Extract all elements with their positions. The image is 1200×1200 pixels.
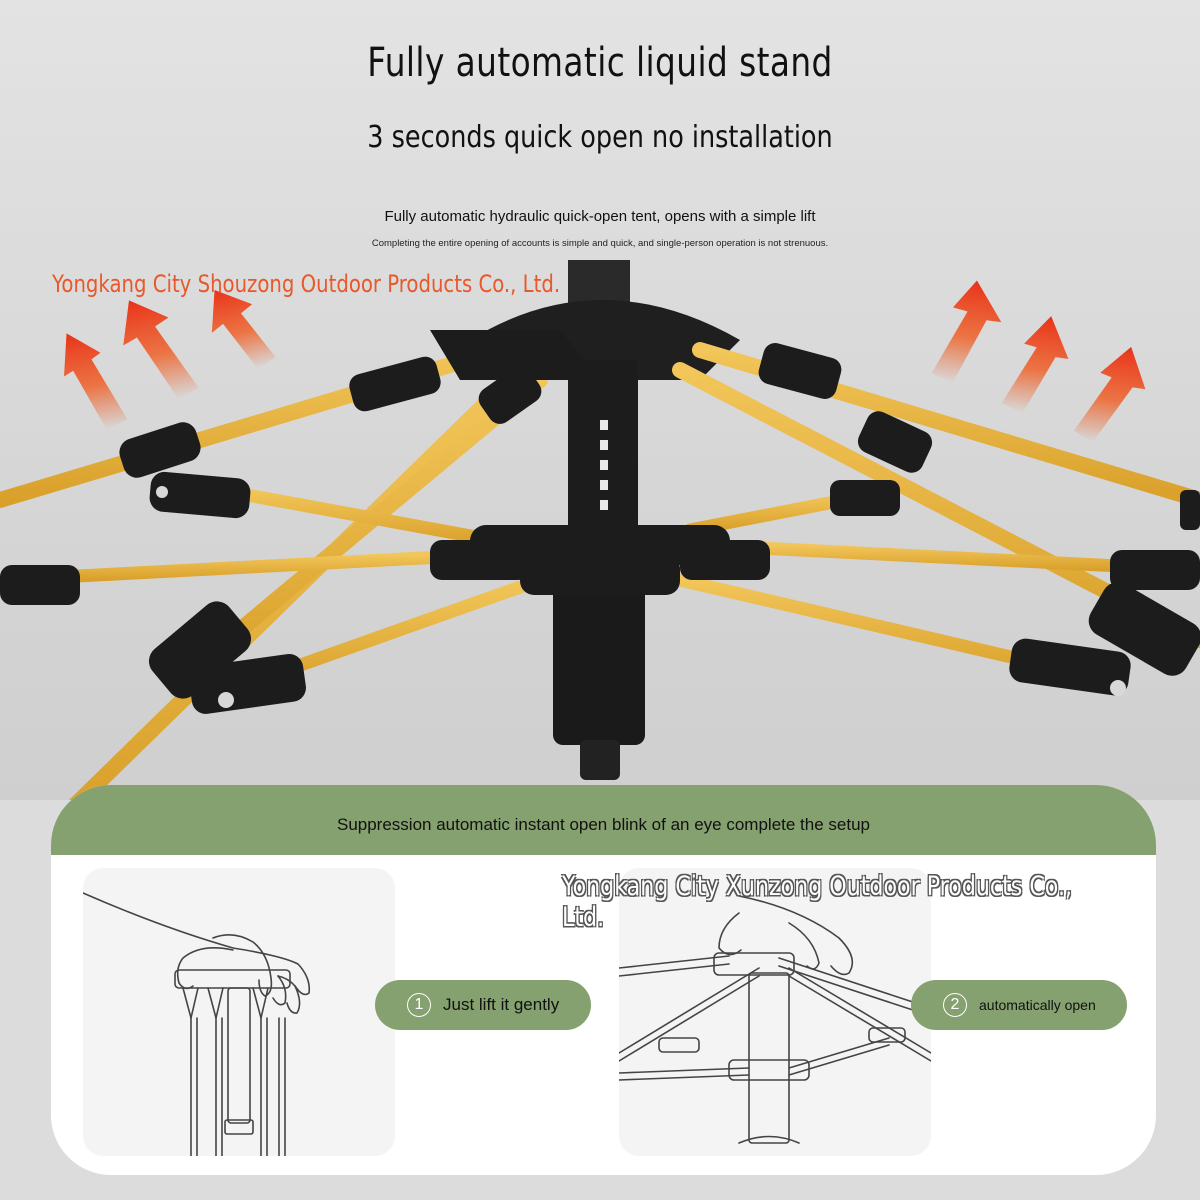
step-2-number: 2 — [943, 993, 967, 1017]
step-2-pill: 2 automatically open — [911, 980, 1127, 1030]
tent-frame-photo — [0, 260, 1200, 800]
hand-lift-illustration — [83, 892, 311, 1156]
description-text: Fully automatic hydraulic quick-open ten… — [384, 208, 816, 225]
watermark-bottom: Yongkang City Xunzong Outdoor Products C… — [562, 871, 1073, 933]
step-2-illustration — [619, 868, 931, 1156]
hero-photo: Fully automatic liquid stand 3 seconds q… — [0, 0, 1200, 800]
up-arrow-icon — [63, 280, 1146, 443]
step-1-pill: 1 Just lift it gently — [375, 980, 591, 1030]
description-note: Completing the entire opening of account… — [371, 238, 829, 249]
panel-heading: Suppression automatic instant open blink… — [336, 815, 870, 834]
step-1-number: 1 — [407, 993, 431, 1017]
steps-panel: Suppression automatic instant open blink… — [51, 785, 1156, 1175]
page-title: Fully automatic liquid stand — [367, 40, 833, 86]
step-1-illustration — [83, 868, 395, 1156]
page-subtitle: 3 seconds quick open no installation — [367, 120, 833, 155]
tent-frame-illustration — [619, 895, 931, 1144]
step-1-label: Just lift it gently — [443, 995, 560, 1014]
watermark-top: Yongkang City Shouzong Outdoor Products … — [52, 270, 561, 298]
step-2-label: automatically open — [979, 997, 1096, 1013]
panel-header: Suppression automatic instant open blink… — [51, 785, 1156, 855]
